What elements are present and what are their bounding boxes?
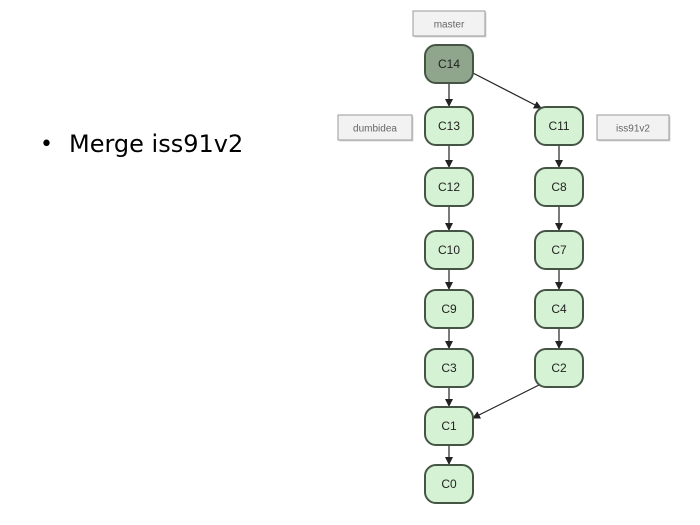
commit-body [424, 44, 474, 84]
commit-node-c10: C10 [424, 230, 474, 270]
commit-id: C4 [551, 302, 567, 316]
commit-id: C2 [551, 361, 567, 375]
commit-body [424, 464, 474, 504]
commit-node-c7: C7 [534, 230, 584, 270]
commit-body [424, 167, 474, 207]
branches-layer: master dumbidea iss91v2 [337, 10, 671, 142]
commit-node-c1: C1 [424, 406, 474, 446]
commit-body [534, 106, 584, 146]
commit-id: C10 [438, 243, 460, 257]
commit-id: C1 [441, 419, 457, 433]
commit-id: C11 [548, 119, 569, 133]
commit-body [534, 167, 584, 207]
commit-id: C3 [441, 361, 457, 375]
commit-body [424, 230, 474, 270]
branch-label-box [596, 114, 670, 141]
commit-id: C9 [441, 302, 457, 316]
commit-id: C12 [438, 180, 460, 194]
branch-label-box [412, 10, 486, 37]
edges-layer [445, 71, 563, 465]
commit-node-c11: C11 [534, 106, 584, 146]
commit-id: C13 [438, 119, 460, 133]
edge-c2-c1 [472, 383, 542, 419]
commit-node-c3: C3 [424, 348, 474, 388]
commit-body [534, 230, 584, 270]
commit-node-c2: C2 [534, 348, 584, 388]
commit-id: C7 [551, 243, 567, 257]
commit-id: C8 [551, 180, 567, 194]
commit-node-c8: C8 [534, 167, 584, 207]
branch-label-box [337, 114, 413, 141]
commit-body [424, 289, 474, 329]
commit-body [424, 106, 474, 146]
commit-body [534, 289, 584, 329]
commit-id: C14 [438, 57, 460, 71]
bullet-item: • Merge iss91v2 [40, 130, 243, 158]
commit-node-c9: C9 [424, 289, 474, 329]
branch-label-master: master [412, 10, 487, 38]
bullet-text: Merge iss91v2 [68, 130, 244, 158]
branch-label-iss91v2: iss91v2 [596, 114, 671, 142]
branch-label-dumbidea: dumbidea [337, 114, 414, 142]
bullet-marker: • [40, 131, 53, 157]
commit-id: C0 [441, 477, 457, 491]
commit-node-c13: C13 [424, 106, 474, 146]
branch-name: dumbidea [353, 124, 397, 135]
commit-body [534, 348, 584, 388]
commit-node-c14: C14 [424, 44, 474, 84]
commit-node-c12: C12 [424, 167, 474, 207]
commit-node-c4: C4 [534, 289, 584, 329]
branch-name: iss91v2 [616, 124, 650, 135]
commit-body [424, 348, 474, 388]
commit-body [424, 406, 474, 446]
commit-node-c0: C0 [424, 464, 474, 504]
edge-c14-c11 [470, 71, 542, 109]
branch-name: master [434, 20, 465, 31]
